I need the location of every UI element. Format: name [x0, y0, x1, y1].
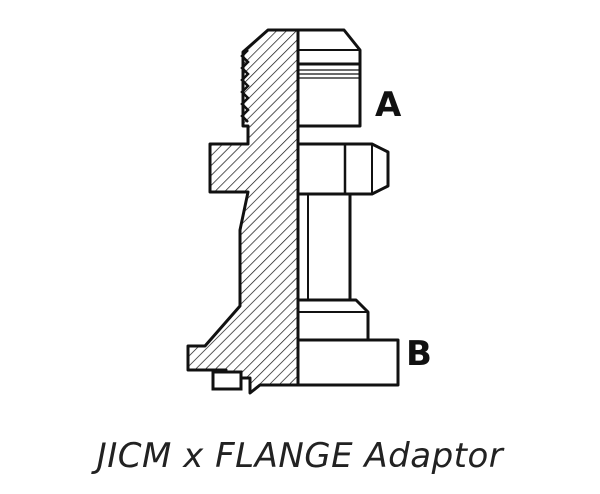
- taper: [296, 298, 370, 342]
- exterior-view: [296, 28, 400, 387]
- neck: [296, 192, 352, 306]
- label-b: B: [406, 334, 432, 374]
- flare-tip: [296, 28, 362, 66]
- hatched-section: [186, 28, 300, 395]
- flange: [296, 338, 400, 387]
- external-thread: [240, 49, 250, 123]
- label-a: A: [375, 85, 402, 125]
- caption: JICM x FLANGE Adaptor: [96, 436, 504, 476]
- sectioned-body: [186, 28, 300, 395]
- hex-nut: [296, 142, 390, 196]
- seal-groove: [211, 370, 243, 391]
- thread-lines: [298, 69, 360, 79]
- thread-section: [296, 62, 362, 128]
